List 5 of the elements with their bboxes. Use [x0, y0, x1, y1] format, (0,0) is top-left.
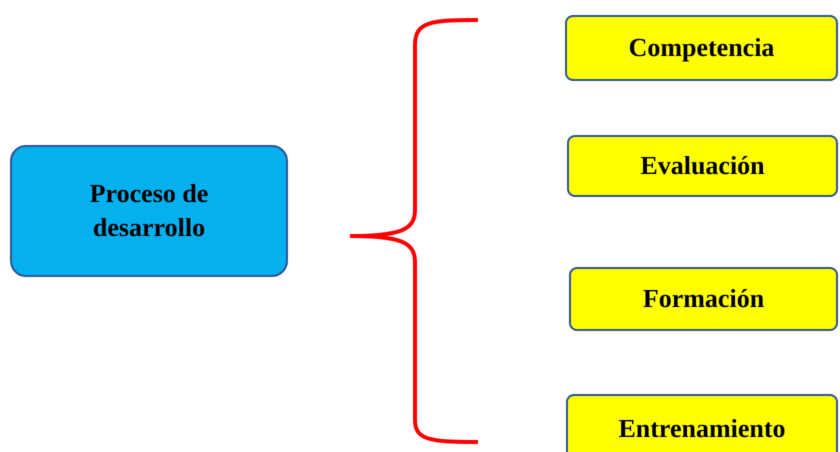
topic-box: Entrenamiento — [566, 394, 838, 452]
topic-box: Evaluación — [567, 135, 838, 197]
topic-box: Formación — [569, 267, 838, 331]
process-box: Proceso de desarrollo — [10, 145, 288, 277]
topic-box: Competencia — [565, 15, 838, 81]
